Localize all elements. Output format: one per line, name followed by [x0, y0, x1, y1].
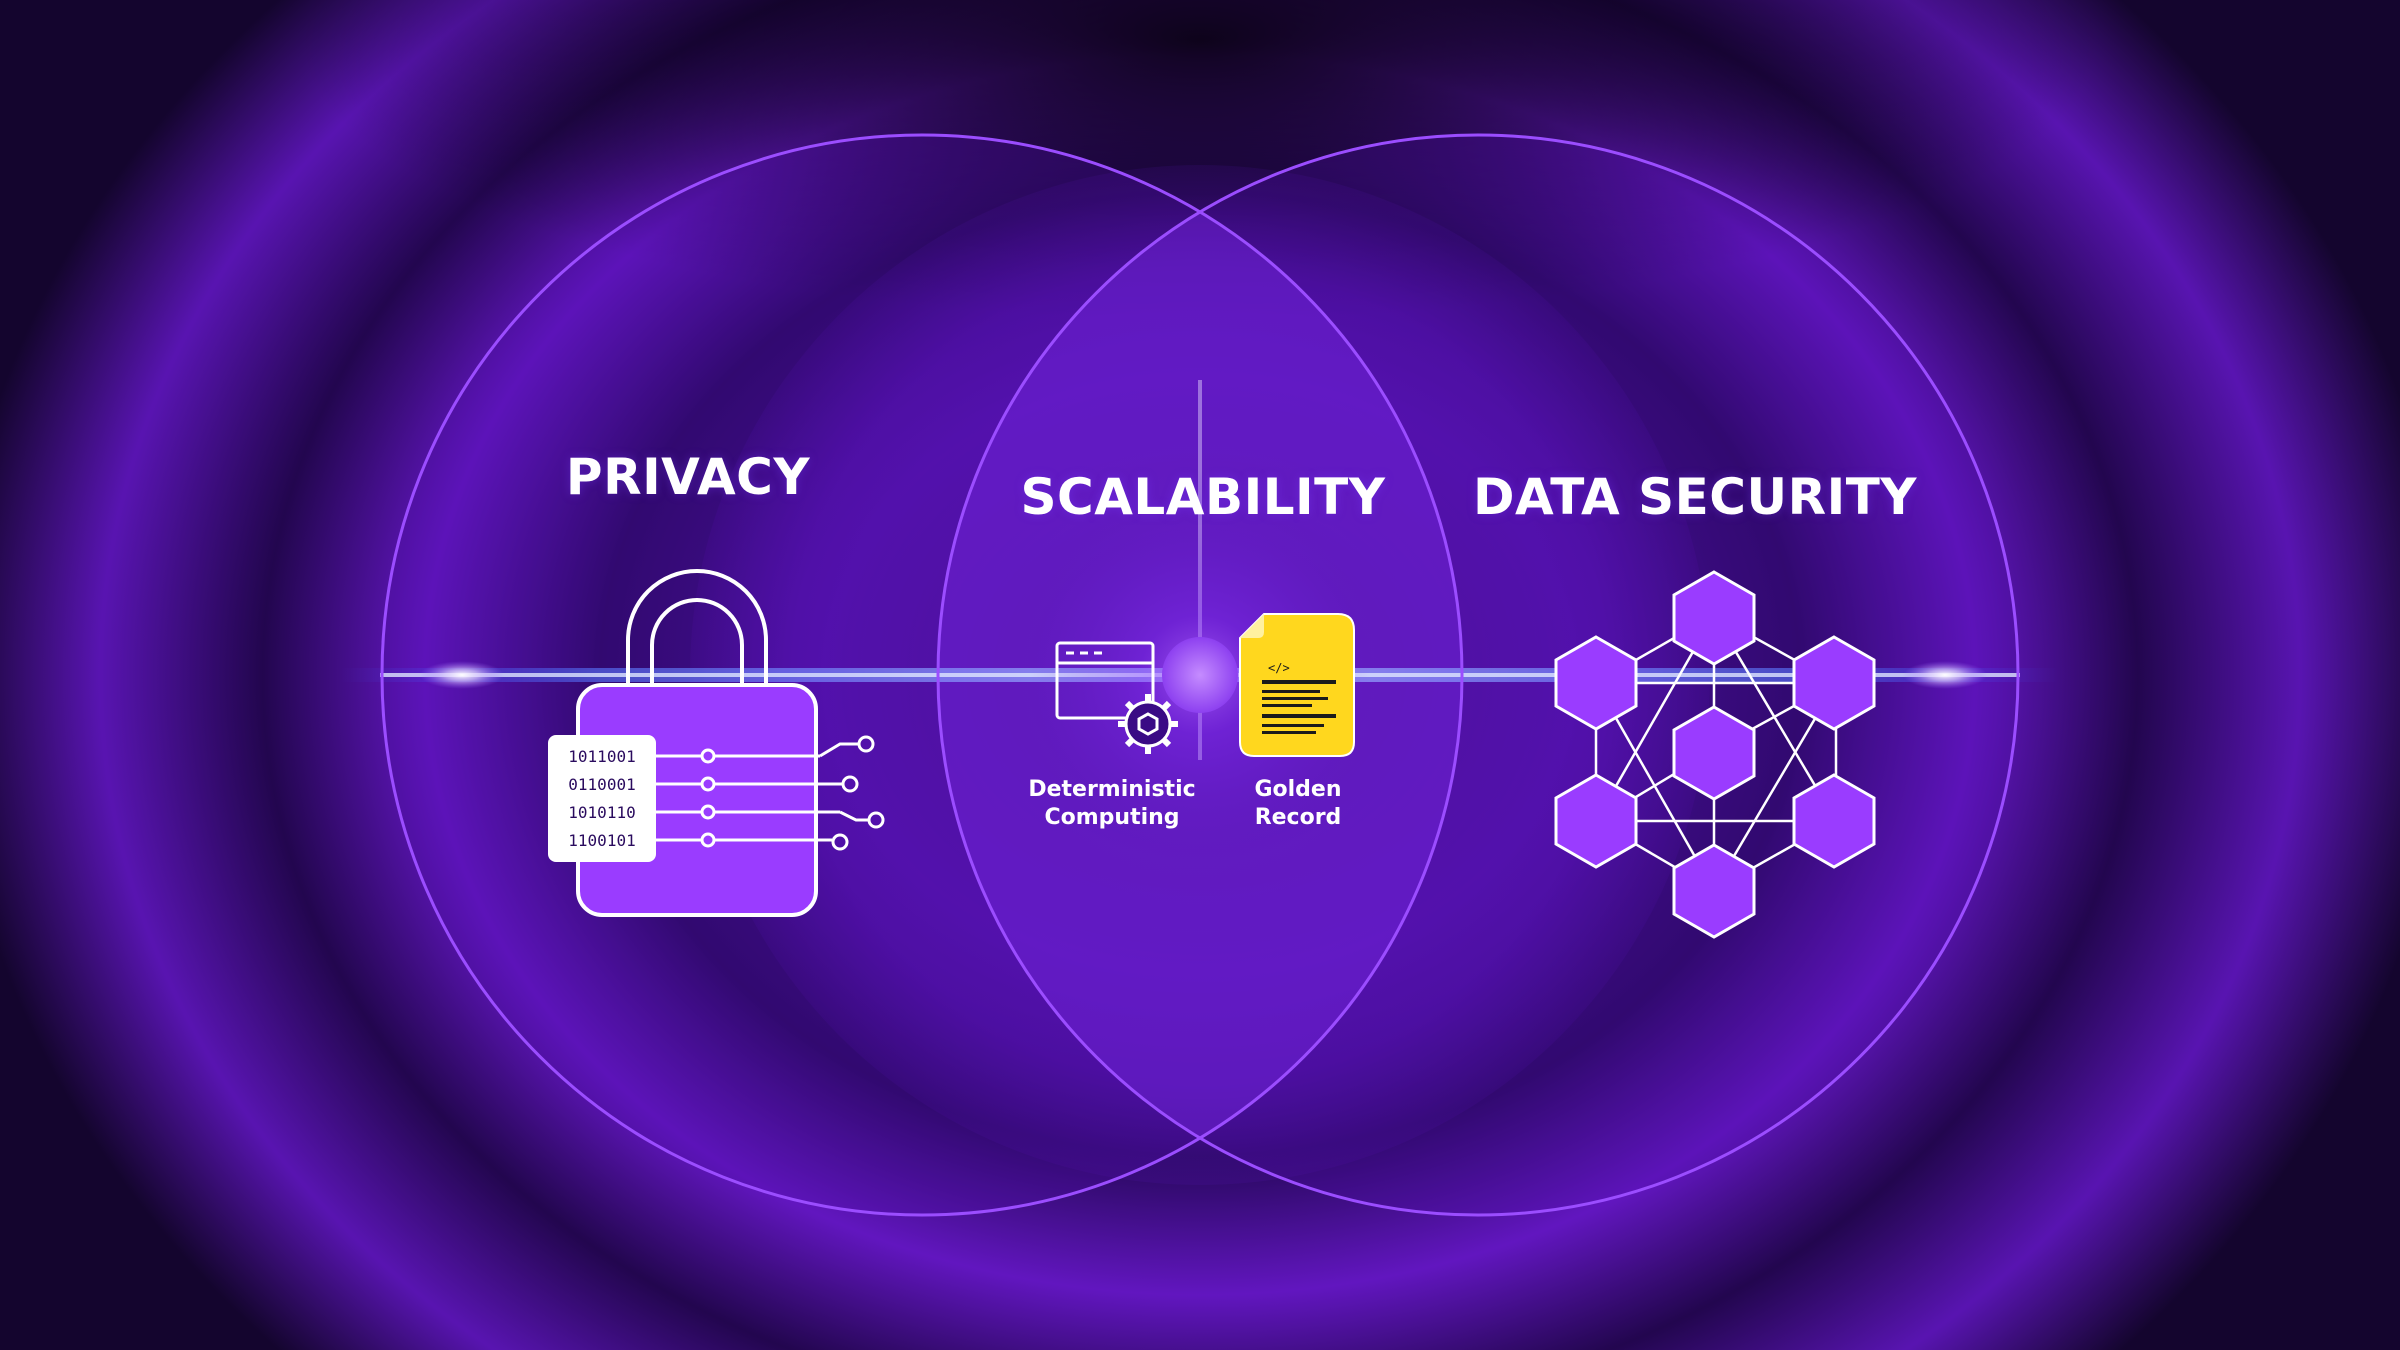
binary-line-1: 1011001	[568, 747, 635, 766]
binary-line-4: 1100101	[568, 831, 635, 850]
golden-label-line1: Golden	[1254, 777, 1342, 802]
security-circle-outline	[936, 133, 2020, 1217]
golden-record-document-icon: </>	[1239, 613, 1355, 757]
deterministic-computing-icon	[1055, 641, 1155, 720]
hex-node-bottom-left	[1554, 773, 1638, 869]
left-flare	[420, 661, 504, 689]
hex-node-top-right	[1792, 635, 1876, 731]
hex-node-center	[1672, 705, 1756, 801]
code-tag: </>	[1268, 661, 1290, 675]
golden-label-line2: Record	[1254, 805, 1342, 830]
data-security-title: DATA SECURITY	[1472, 468, 1918, 526]
deterministic-computing-label: Deterministic Computing	[1012, 776, 1212, 832]
binary-line-3: 1010110	[568, 803, 635, 822]
deterministic-label-line1: Deterministic	[1028, 777, 1196, 802]
deterministic-label-line2: Computing	[1044, 805, 1180, 830]
privacy-title: PRIVACY	[565, 448, 811, 506]
hexagon-network-icon	[1554, 570, 1876, 939]
hex-node-top	[1672, 570, 1756, 666]
binary-line-2: 0110001	[568, 775, 635, 794]
hex-node-bottom-right	[1792, 773, 1876, 869]
center-orb	[1162, 637, 1238, 713]
padlock-icon: 1011001 0110001 1010110 1100101	[548, 569, 885, 917]
gear-icon	[1118, 694, 1178, 754]
right-flare	[1903, 661, 1987, 689]
privacy-circle-outline	[380, 133, 1464, 1217]
hex-node-top-left	[1554, 635, 1638, 731]
hex-node-bottom	[1672, 843, 1756, 939]
golden-record-label: Golden Record	[1198, 776, 1398, 832]
scalability-title: SCALABILITY	[1020, 468, 1386, 526]
intersection-lens	[938, 135, 1462, 1215]
